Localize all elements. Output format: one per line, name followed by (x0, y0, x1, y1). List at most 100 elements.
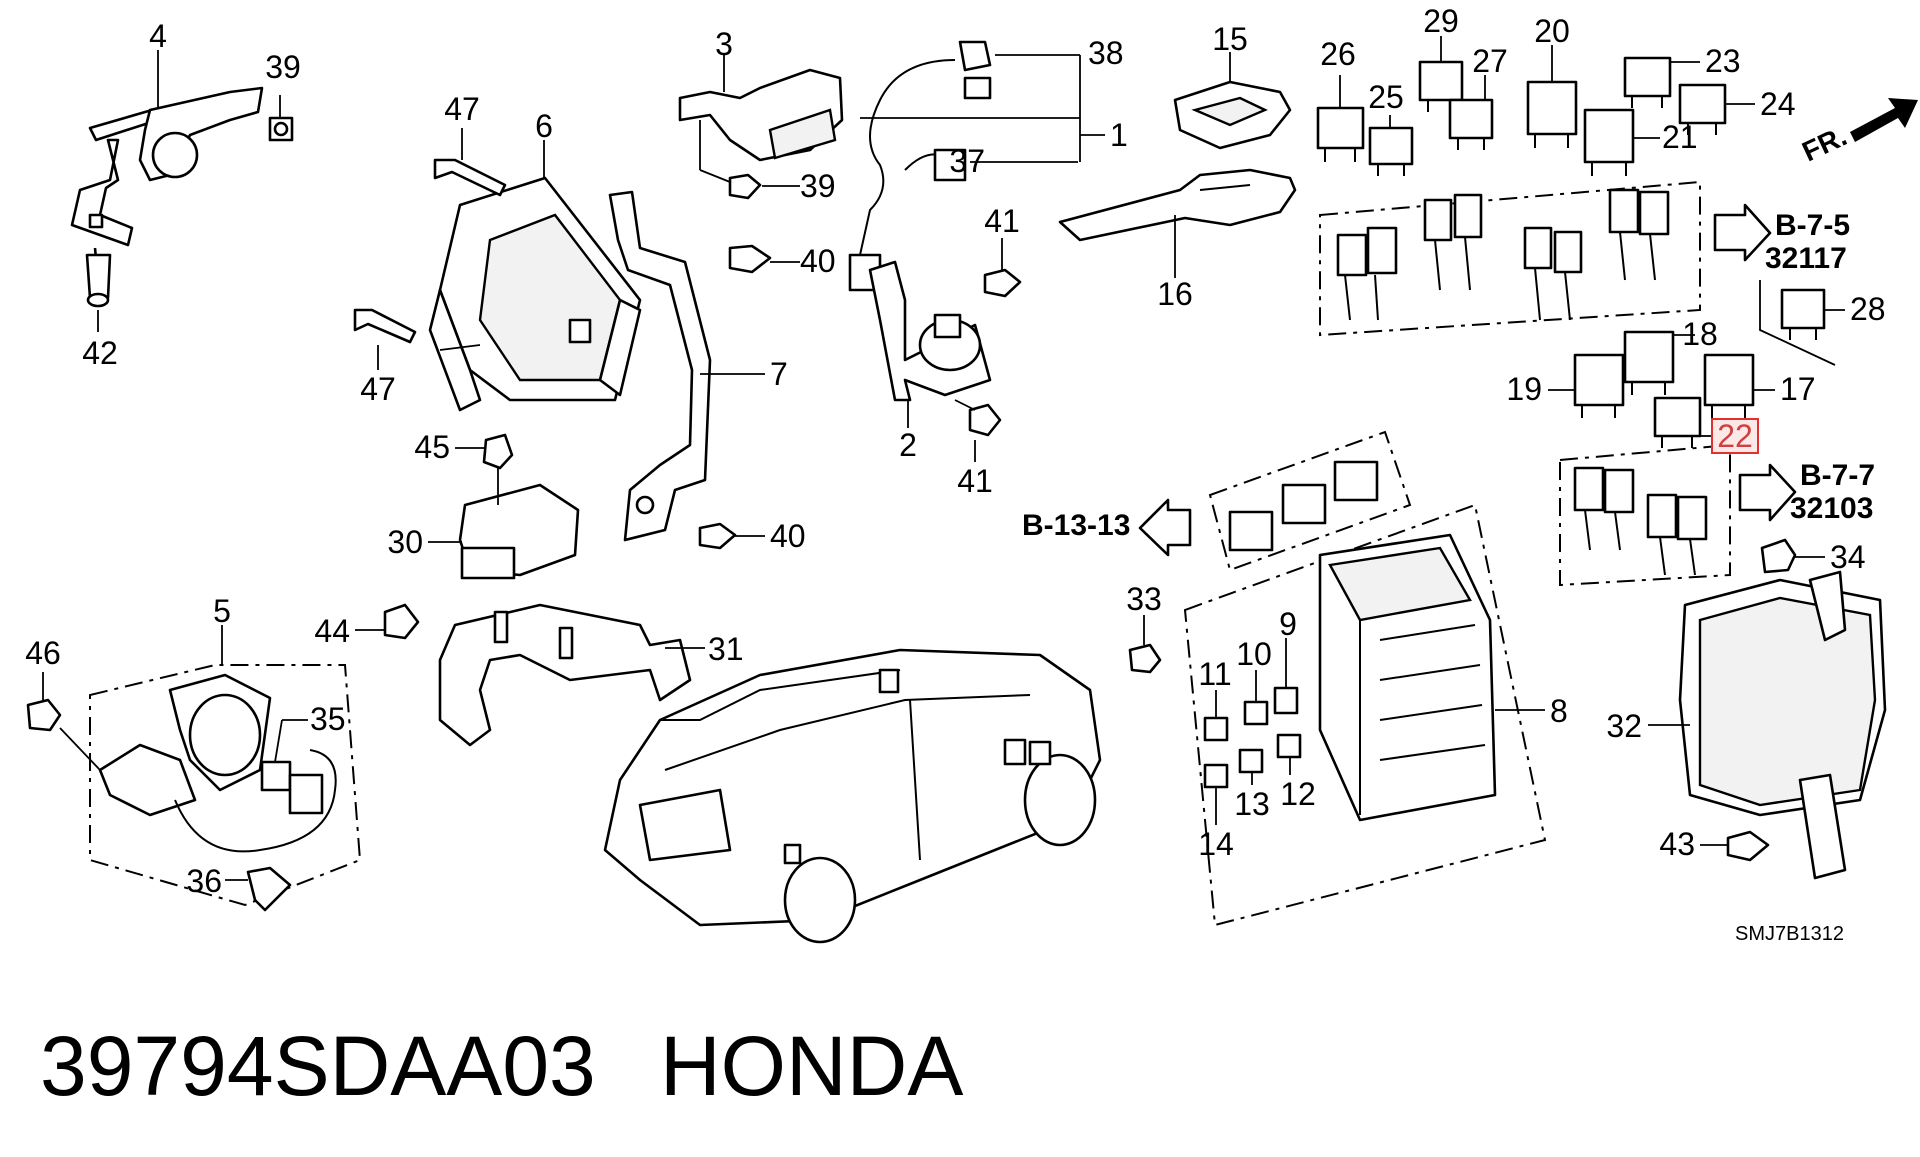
leader (439, 344, 481, 351)
part-label-17: 17 (1780, 371, 1816, 407)
part-label-4: 4 (149, 18, 167, 54)
part-label-40a: 40 (800, 243, 836, 279)
part-label-23: 23 (1705, 43, 1741, 79)
relay-23 (1623, 56, 1672, 108)
fuse-9 (1273, 686, 1299, 715)
nut-34 (1760, 538, 1797, 574)
highlight-box-22[interactable] (1711, 418, 1759, 454)
fuse-11 (1203, 716, 1229, 742)
bracket-part-7 (608, 190, 712, 542)
part-label-36: 36 (186, 863, 222, 899)
connector-cluster-b77 (1573, 466, 1708, 576)
bolt-46 (26, 698, 62, 732)
part-label-43: 43 (1659, 826, 1695, 862)
bolt-44 (383, 603, 420, 640)
relay-24 (1678, 83, 1727, 135)
leader (59, 727, 101, 771)
ref-b75-line2: 32117 (1765, 242, 1847, 275)
relay-20 (1526, 80, 1578, 148)
fuse-box-group (1183, 503, 1547, 927)
leader (1759, 280, 1836, 366)
part-label-37: 37 (949, 143, 985, 179)
harness-part-1 (848, 40, 992, 292)
ecu-part-6 (428, 176, 642, 412)
relay-27 (1448, 98, 1494, 150)
part-label-22[interactable]: 22 (1717, 418, 1753, 454)
relay-28 (1780, 288, 1826, 340)
connector-cluster-b75 (1336, 188, 1670, 321)
part-label-30: 30 (387, 524, 423, 560)
part-label-45: 45 (414, 429, 450, 465)
relay-17 (1703, 353, 1755, 418)
part-label-46: 46 (25, 635, 61, 671)
part-label-21: 21 (1662, 119, 1698, 155)
ref-b77-line1: B-7-7 (1800, 459, 1875, 492)
part-label-32: 32 (1606, 708, 1642, 744)
ref-b77-line2: 32103 (1790, 492, 1873, 525)
part-label-10: 10 (1236, 636, 1272, 672)
brand-name: HONDA (660, 1019, 963, 1113)
grommet-33 (1128, 643, 1162, 674)
part-label-2: 2 (899, 427, 917, 463)
part-label-16: 16 (1157, 276, 1193, 312)
part-label-39a: 39 (265, 49, 301, 85)
ref-b1313: B-13-13 (1022, 509, 1130, 542)
part-label-41b: 41 (957, 463, 993, 499)
fuse-14 (1203, 763, 1229, 789)
part-label-29: 29 (1423, 3, 1459, 39)
bracket-part-31 (438, 603, 692, 747)
part-label-44: 44 (314, 613, 350, 649)
part-label-5: 5 (213, 593, 231, 629)
clip-36 (246, 866, 292, 912)
part-label-39b: 39 (800, 168, 836, 204)
arrow-b75 (1713, 203, 1772, 262)
part-label-19: 19 (1506, 371, 1542, 407)
relay-group-box-b75 (1319, 180, 1701, 337)
part-label-26: 26 (1320, 36, 1356, 72)
vehicle-silhouette (603, 648, 1102, 944)
part-label-47a: 47 (444, 91, 480, 127)
leader (274, 719, 283, 763)
keyfob-part-15 (1173, 80, 1292, 150)
part-label-7: 7 (770, 356, 788, 392)
part-label-15: 15 (1212, 21, 1248, 57)
bolt-40b (698, 522, 737, 550)
part-label-14: 14 (1198, 826, 1234, 862)
relay-group-box-b77 (1559, 443, 1731, 587)
part-label-8: 8 (1550, 693, 1568, 729)
connector-35 (260, 760, 324, 815)
part-label-38: 38 (1088, 35, 1124, 71)
sensor-part-30 (458, 483, 580, 580)
part-label-11: 11 (1198, 656, 1231, 692)
sensor-arm-part-4 (70, 86, 264, 308)
relay-25 (1368, 126, 1414, 176)
key-part-16 (1058, 168, 1297, 242)
part-label-47b: 47 (360, 371, 396, 407)
part-label-27: 27 (1472, 43, 1508, 79)
part-label-9: 9 (1279, 606, 1297, 642)
bolt-39b (728, 173, 762, 200)
nut-45 (482, 433, 514, 470)
part-label-18: 18 (1682, 316, 1718, 352)
part-label-6: 6 (535, 108, 553, 144)
diagram-code: SMJ7B1312 (1735, 923, 1844, 945)
bolt-47b (353, 308, 417, 344)
leader (954, 399, 976, 411)
fuse-box-part-8 (1318, 533, 1497, 822)
part-label-33: 33 (1126, 581, 1162, 617)
part-label-12: 12 (1280, 776, 1316, 812)
relay-group-box-b1313 (1208, 430, 1412, 572)
ref-b75-line1: B-7-5 (1775, 209, 1850, 242)
bolt-43 (1726, 830, 1770, 862)
part-label-41a: 41 (984, 203, 1020, 239)
fuse-10 (1243, 700, 1269, 726)
arrow-b77 (1738, 463, 1797, 522)
module-part-3 (678, 68, 844, 162)
part-label-35: 35 (310, 701, 346, 737)
relay-18 (1623, 330, 1675, 395)
part-label-28: 28 (1850, 291, 1886, 327)
part-label-42: 42 (82, 335, 118, 371)
bolt-41a (983, 268, 1022, 298)
